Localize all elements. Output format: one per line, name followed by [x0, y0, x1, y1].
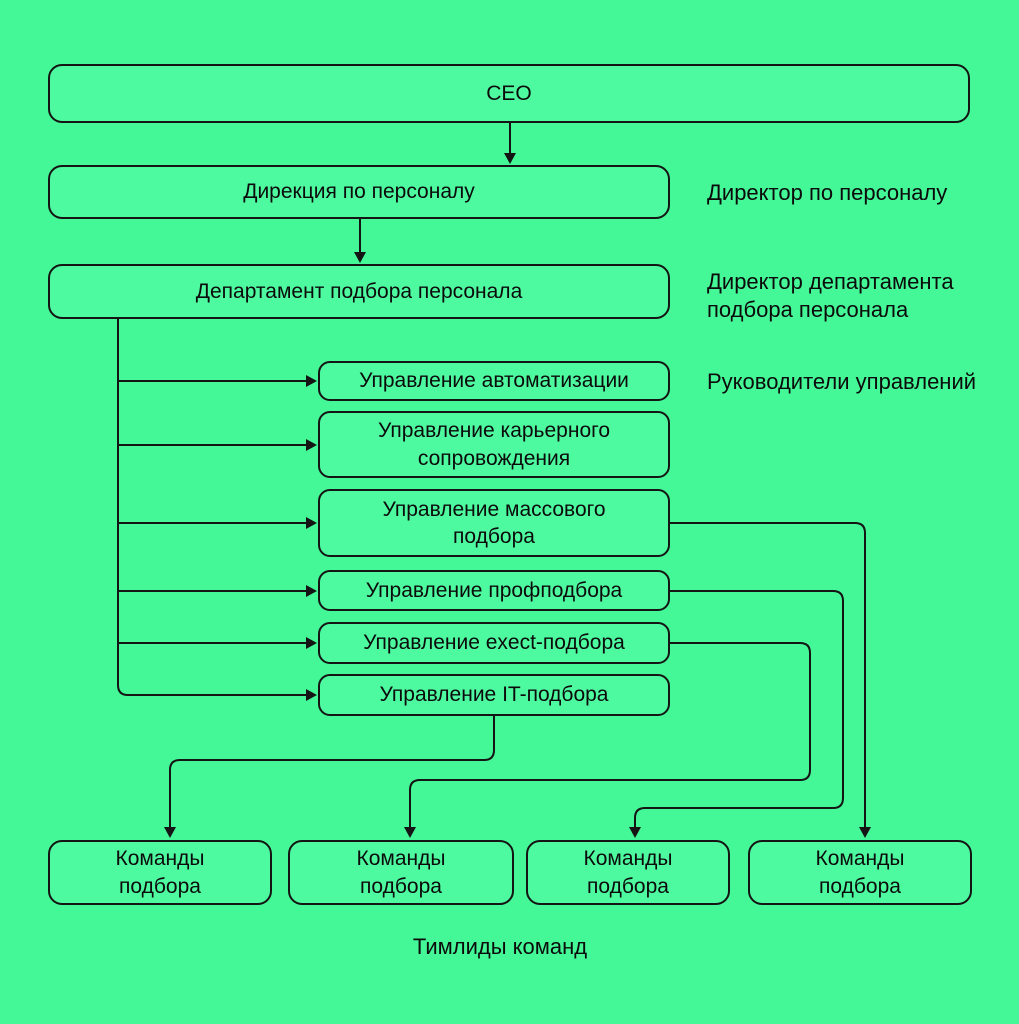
node-direction: Дирекция по персоналу [48, 165, 670, 219]
node-unit-prof: Управление профподбора [318, 570, 670, 611]
arrowhead-down [354, 252, 366, 263]
arrowhead-right [306, 689, 317, 701]
connector-department-trunk [117, 319, 306, 696]
connector-exect-team2 [409, 642, 811, 827]
arrowhead-right [306, 585, 317, 597]
label-unit-heads: Руководители управлений [707, 369, 977, 394]
arrowhead-right [306, 439, 317, 451]
connector-it-team1 [169, 716, 495, 827]
node-team-3: Команды подбора [526, 840, 730, 905]
label-department-head: Директор департамента подбора персонала [707, 269, 954, 323]
arrowhead-right [306, 517, 317, 529]
arrowhead-right [306, 637, 317, 649]
label-team-leads: Тимлиды команд [412, 934, 588, 959]
node-unit-exect: Управление exect-подбора [318, 622, 670, 664]
label-direction-head: Директор по персоналу [707, 180, 948, 205]
node-unit-career: Управление карьерного сопровождения [318, 411, 670, 478]
arrowhead-down [629, 827, 641, 838]
node-team-1: Команды подбора [48, 840, 272, 905]
node-unit-it: Управление IT-подбора [318, 674, 670, 716]
arrowhead-down [504, 153, 516, 164]
node-unit-mass: Управление массового подбора [318, 489, 670, 557]
arrowhead-right [306, 375, 317, 387]
arrowhead-down [404, 827, 416, 838]
node-team-4: Команды подбора [748, 840, 972, 905]
node-team-2: Команды подбора [288, 840, 514, 905]
arrowhead-down [164, 827, 176, 838]
node-ceo: CEO [48, 64, 970, 123]
arrowhead-down [859, 827, 871, 838]
node-unit-automation: Управление автоматизации [318, 361, 670, 401]
node-department: Департамент подбора персонала [48, 264, 670, 319]
connector-mass-team4 [670, 522, 866, 827]
